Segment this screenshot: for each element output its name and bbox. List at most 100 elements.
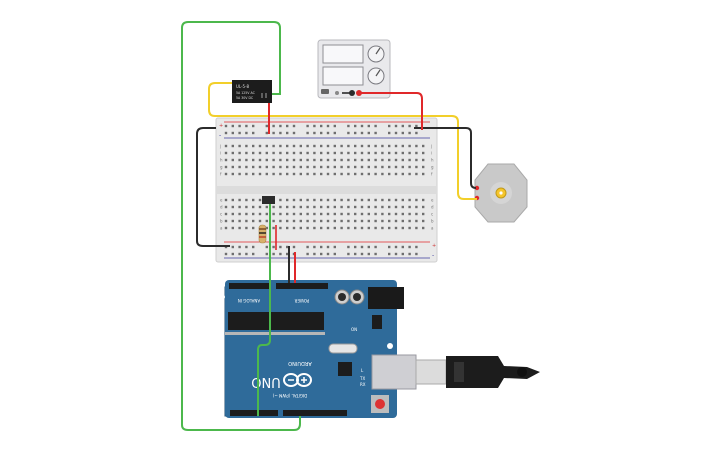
breadboard-hole[interactable] (313, 219, 316, 223)
breadboard-hole[interactable] (252, 131, 255, 135)
breadboard-hole[interactable] (231, 151, 234, 155)
breadboard-hole[interactable] (401, 226, 404, 230)
breadboard-hole[interactable] (333, 245, 336, 249)
breadboard-hole[interactable] (231, 158, 234, 162)
breadboard-hole[interactable] (238, 252, 241, 256)
breadboard-hole[interactable] (238, 212, 241, 216)
breadboard-hole[interactable] (394, 212, 398, 216)
breadboard-hole[interactable] (252, 219, 255, 223)
breadboard-hole[interactable] (286, 198, 289, 202)
breadboard-hole[interactable] (408, 165, 411, 169)
breadboard-hole[interactable] (245, 219, 248, 223)
breadboard-hole[interactable] (408, 252, 411, 256)
breadboard-hole[interactable] (320, 205, 323, 209)
breadboard-hole[interactable] (224, 124, 228, 128)
breadboard-hole[interactable] (313, 131, 316, 135)
breadboard-hole[interactable] (381, 205, 384, 209)
breadboard-hole[interactable] (401, 144, 404, 148)
breadboard-hole[interactable] (367, 172, 370, 176)
breadboard-hole[interactable] (394, 131, 398, 135)
breadboard-hole[interactable] (415, 151, 418, 155)
breadboard-hole[interactable] (354, 144, 357, 148)
breadboard-hole[interactable] (354, 151, 357, 155)
breadboard-hole[interactable] (299, 144, 302, 148)
breadboard-hole[interactable] (279, 252, 282, 256)
breadboard-hole[interactable] (388, 219, 391, 223)
breadboard-hole[interactable] (313, 245, 316, 249)
breadboard-hole[interactable] (320, 124, 323, 128)
breadboard-hole[interactable] (272, 245, 275, 249)
breadboard-hole[interactable] (279, 205, 282, 209)
breadboard-hole[interactable] (354, 212, 357, 216)
breadboard-hole[interactable] (238, 172, 241, 176)
breadboard-hole[interactable] (394, 205, 398, 209)
breadboard-hole[interactable] (245, 205, 248, 209)
breadboard-hole[interactable] (272, 131, 275, 135)
breadboard-hole[interactable] (238, 245, 241, 249)
breadboard-hole[interactable] (306, 226, 309, 230)
breadboard-hole[interactable] (408, 158, 411, 162)
breadboard-hole[interactable] (245, 158, 248, 162)
breadboard-hole[interactable] (360, 131, 364, 135)
breadboard-hole[interactable] (381, 172, 384, 176)
breadboard-hole[interactable] (231, 219, 234, 223)
breadboard-hole[interactable] (408, 151, 411, 155)
breadboard-hole[interactable] (388, 124, 391, 128)
breadboard-hole[interactable] (272, 158, 275, 162)
breadboard-hole[interactable] (408, 144, 411, 148)
breadboard-hole[interactable] (374, 219, 377, 223)
breadboard-hole[interactable] (326, 131, 330, 135)
breadboard-hole[interactable] (245, 124, 248, 128)
breadboard-hole[interactable] (333, 226, 336, 230)
breadboard-hole[interactable] (401, 198, 404, 202)
breadboard-hole[interactable] (231, 245, 234, 249)
breadboard-hole[interactable] (415, 226, 418, 230)
breadboard-hole[interactable] (279, 245, 282, 249)
breadboard-hole[interactable] (401, 158, 404, 162)
breadboard-hole[interactable] (408, 198, 411, 202)
breadboard-hole[interactable] (231, 212, 234, 216)
breadboard-hole[interactable] (252, 212, 255, 216)
breadboard-hole[interactable] (354, 172, 357, 176)
breadboard-hole[interactable] (408, 245, 411, 249)
breadboard-hole[interactable] (326, 219, 330, 223)
breadboard-hole[interactable] (258, 144, 262, 148)
breadboard-hole[interactable] (286, 245, 289, 249)
breadboard-hole[interactable] (347, 165, 350, 169)
breadboard-hole[interactable] (286, 226, 289, 230)
breadboard-hole[interactable] (292, 124, 296, 128)
breadboard-hole[interactable] (360, 212, 364, 216)
usb-port[interactable] (371, 354, 417, 390)
breadboard-hole[interactable] (381, 158, 384, 162)
breadboard-hole[interactable] (367, 151, 370, 155)
breadboard-hole[interactable] (286, 151, 289, 155)
breadboard-hole[interactable] (313, 165, 316, 169)
breadboard-hole[interactable] (252, 144, 255, 148)
breadboard-hole[interactable] (320, 198, 323, 202)
breadboard-hole[interactable] (238, 151, 241, 155)
breadboard-hole[interactable] (265, 151, 268, 155)
breadboard-hole[interactable] (286, 165, 289, 169)
breadboard-hole[interactable] (326, 124, 330, 128)
breadboard-hole[interactable] (238, 131, 241, 135)
breadboard-hole[interactable] (354, 219, 357, 223)
breadboard-hole[interactable] (224, 226, 228, 230)
breadboard-hole[interactable] (306, 219, 309, 223)
breadboard-hole[interactable] (354, 131, 357, 135)
breadboard-hole[interactable] (388, 198, 391, 202)
breadboard-hole[interactable] (245, 245, 248, 249)
breadboard-hole[interactable] (272, 252, 275, 256)
breadboard-hole[interactable] (394, 158, 398, 162)
breadboard-hole[interactable] (279, 131, 282, 135)
breadboard-hole[interactable] (354, 252, 357, 256)
breadboard-hole[interactable] (374, 131, 377, 135)
breadboard-hole[interactable] (408, 124, 411, 128)
breadboard-hole[interactable] (245, 131, 248, 135)
breadboard-hole[interactable] (320, 212, 323, 216)
breadboard-hole[interactable] (367, 158, 370, 162)
breadboard-hole[interactable] (272, 212, 275, 216)
breadboard-holes[interactable] (224, 124, 425, 256)
breadboard-hole[interactable] (292, 172, 296, 176)
breadboard-hole[interactable] (422, 151, 425, 155)
